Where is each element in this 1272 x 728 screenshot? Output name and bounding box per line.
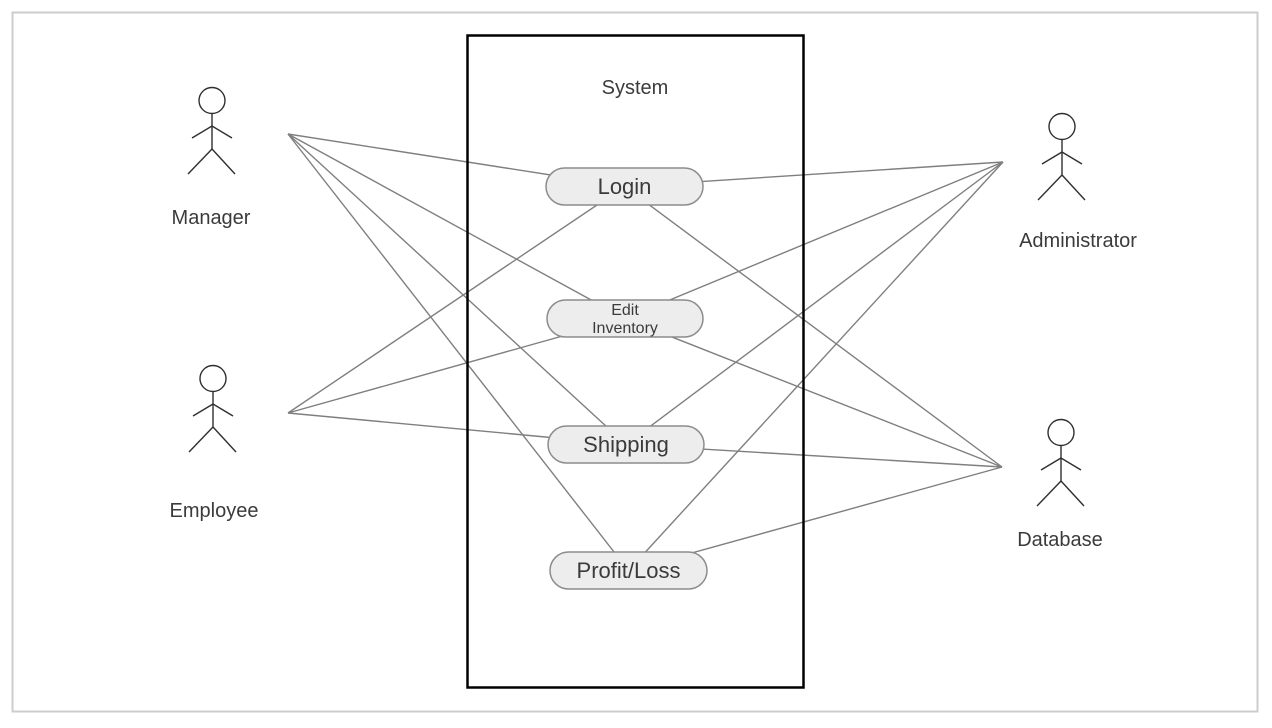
association-manager-edit-inventory bbox=[287, 133, 626, 320]
use-case-login: Login bbox=[545, 167, 704, 206]
actor-head bbox=[198, 86, 226, 115]
actor-label-administrator: Administrator bbox=[1019, 230, 1137, 252]
use-case-shape bbox=[549, 551, 708, 590]
use-case-profit-loss: Profit/Loss bbox=[549, 551, 708, 590]
use-case-label-line1: Edit bbox=[611, 302, 639, 319]
association-database-edit-inventory bbox=[624, 317, 1003, 468]
actor-leg-right bbox=[211, 148, 236, 175]
actor-leg-left bbox=[188, 426, 214, 453]
association-administrator-edit-inventory bbox=[624, 161, 1004, 320]
actor-leg-right bbox=[1060, 480, 1085, 507]
actor-arm-right bbox=[1061, 151, 1083, 165]
actor-head bbox=[1048, 112, 1076, 141]
use-case-shape bbox=[547, 425, 705, 464]
actor-database bbox=[1036, 418, 1085, 507]
association-database-login bbox=[624, 185, 1003, 468]
use-case-label: Profit/Loss bbox=[577, 558, 681, 583]
association-manager-profit-loss bbox=[287, 133, 630, 571]
actor-employee bbox=[188, 364, 237, 453]
use-case-shape bbox=[546, 299, 704, 338]
use-case-edit-inventory: Edit Inventory bbox=[546, 299, 704, 338]
actor-arm-left bbox=[192, 403, 214, 417]
use-case-shape bbox=[545, 167, 704, 206]
actor-manager bbox=[187, 86, 236, 175]
actor-arm-left bbox=[191, 125, 213, 139]
actor-arm-right bbox=[212, 403, 234, 417]
use-case-label-line2: Inventory bbox=[592, 320, 658, 337]
system-boundary-box bbox=[466, 34, 805, 689]
actor-head bbox=[1047, 418, 1075, 447]
actor-arm-right bbox=[1060, 457, 1082, 471]
actor-label-manager: Manager bbox=[172, 207, 251, 229]
association-administrator-shipping bbox=[625, 161, 1004, 446]
association-manager-shipping bbox=[287, 133, 627, 446]
actor-label-employee: Employee bbox=[170, 500, 259, 522]
actor-label-database: Database bbox=[1017, 529, 1103, 551]
use-case-label: Shipping bbox=[583, 432, 669, 457]
association-employee-login bbox=[287, 185, 625, 414]
actor-leg-right bbox=[212, 426, 237, 453]
actor-leg-left bbox=[1037, 174, 1063, 201]
use-case-shipping: Shipping bbox=[547, 425, 705, 464]
actor-administrator bbox=[1037, 112, 1086, 201]
system-label: System bbox=[602, 77, 669, 99]
actor-head bbox=[199, 364, 227, 393]
actor-arm-left bbox=[1040, 457, 1062, 471]
actor-leg-right bbox=[1061, 174, 1086, 201]
association-administrator-profit-loss bbox=[627, 161, 1004, 571]
actor-arm-left bbox=[1041, 151, 1063, 165]
actor-leg-left bbox=[187, 148, 213, 175]
use-case-label: Login bbox=[598, 174, 652, 199]
actor-leg-left bbox=[1036, 480, 1062, 507]
actor-arm-right bbox=[211, 125, 233, 139]
